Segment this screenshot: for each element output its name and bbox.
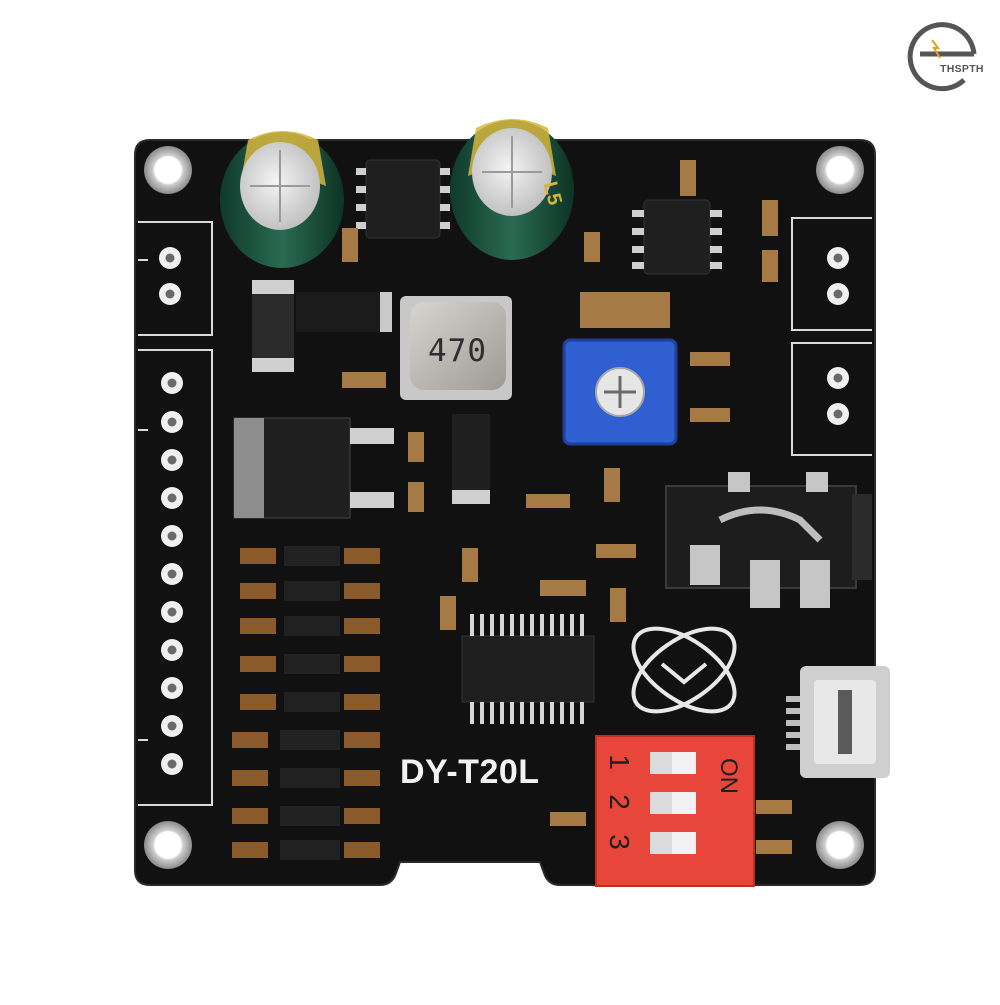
main-ic [461, 614, 595, 724]
transistor-mid [452, 414, 490, 504]
dip-switch [595, 735, 755, 887]
dip-switch-on-label: ON [715, 758, 742, 794]
voltage-regulator [233, 417, 394, 519]
power-inductor [400, 296, 512, 400]
mounting-holes [144, 146, 864, 869]
dip-switch-position-3: 3 [604, 834, 635, 850]
ic-right-top [632, 199, 722, 275]
electrolytic-capacitor-left [220, 131, 344, 268]
smd-passive-array [232, 546, 380, 860]
micro-usb-connector [786, 666, 890, 778]
dip-switch-position-1: 1 [604, 754, 635, 770]
smd-diode [252, 280, 392, 372]
board-model-label: DY-T20L [400, 753, 540, 791]
right-header-pins [827, 247, 849, 425]
electrolytic-capacitor-right [450, 119, 574, 260]
left-header-11pin [161, 372, 183, 775]
dip-switch-position-2: 2 [604, 794, 635, 810]
watermark-logo: THSPTH [904, 18, 996, 98]
watermark-text: THSPTH [940, 63, 984, 75]
audio-jack [665, 472, 872, 608]
watermark-icon [907, 22, 977, 92]
inductor-marking: 470 [428, 333, 487, 369]
manufacturer-logo [631, 626, 737, 714]
left-header-2pin [159, 247, 181, 305]
potentiometer [562, 338, 678, 446]
silkscreen-lines [138, 217, 872, 806]
smd-misc [342, 160, 792, 854]
ic-soic8-top [356, 159, 450, 239]
